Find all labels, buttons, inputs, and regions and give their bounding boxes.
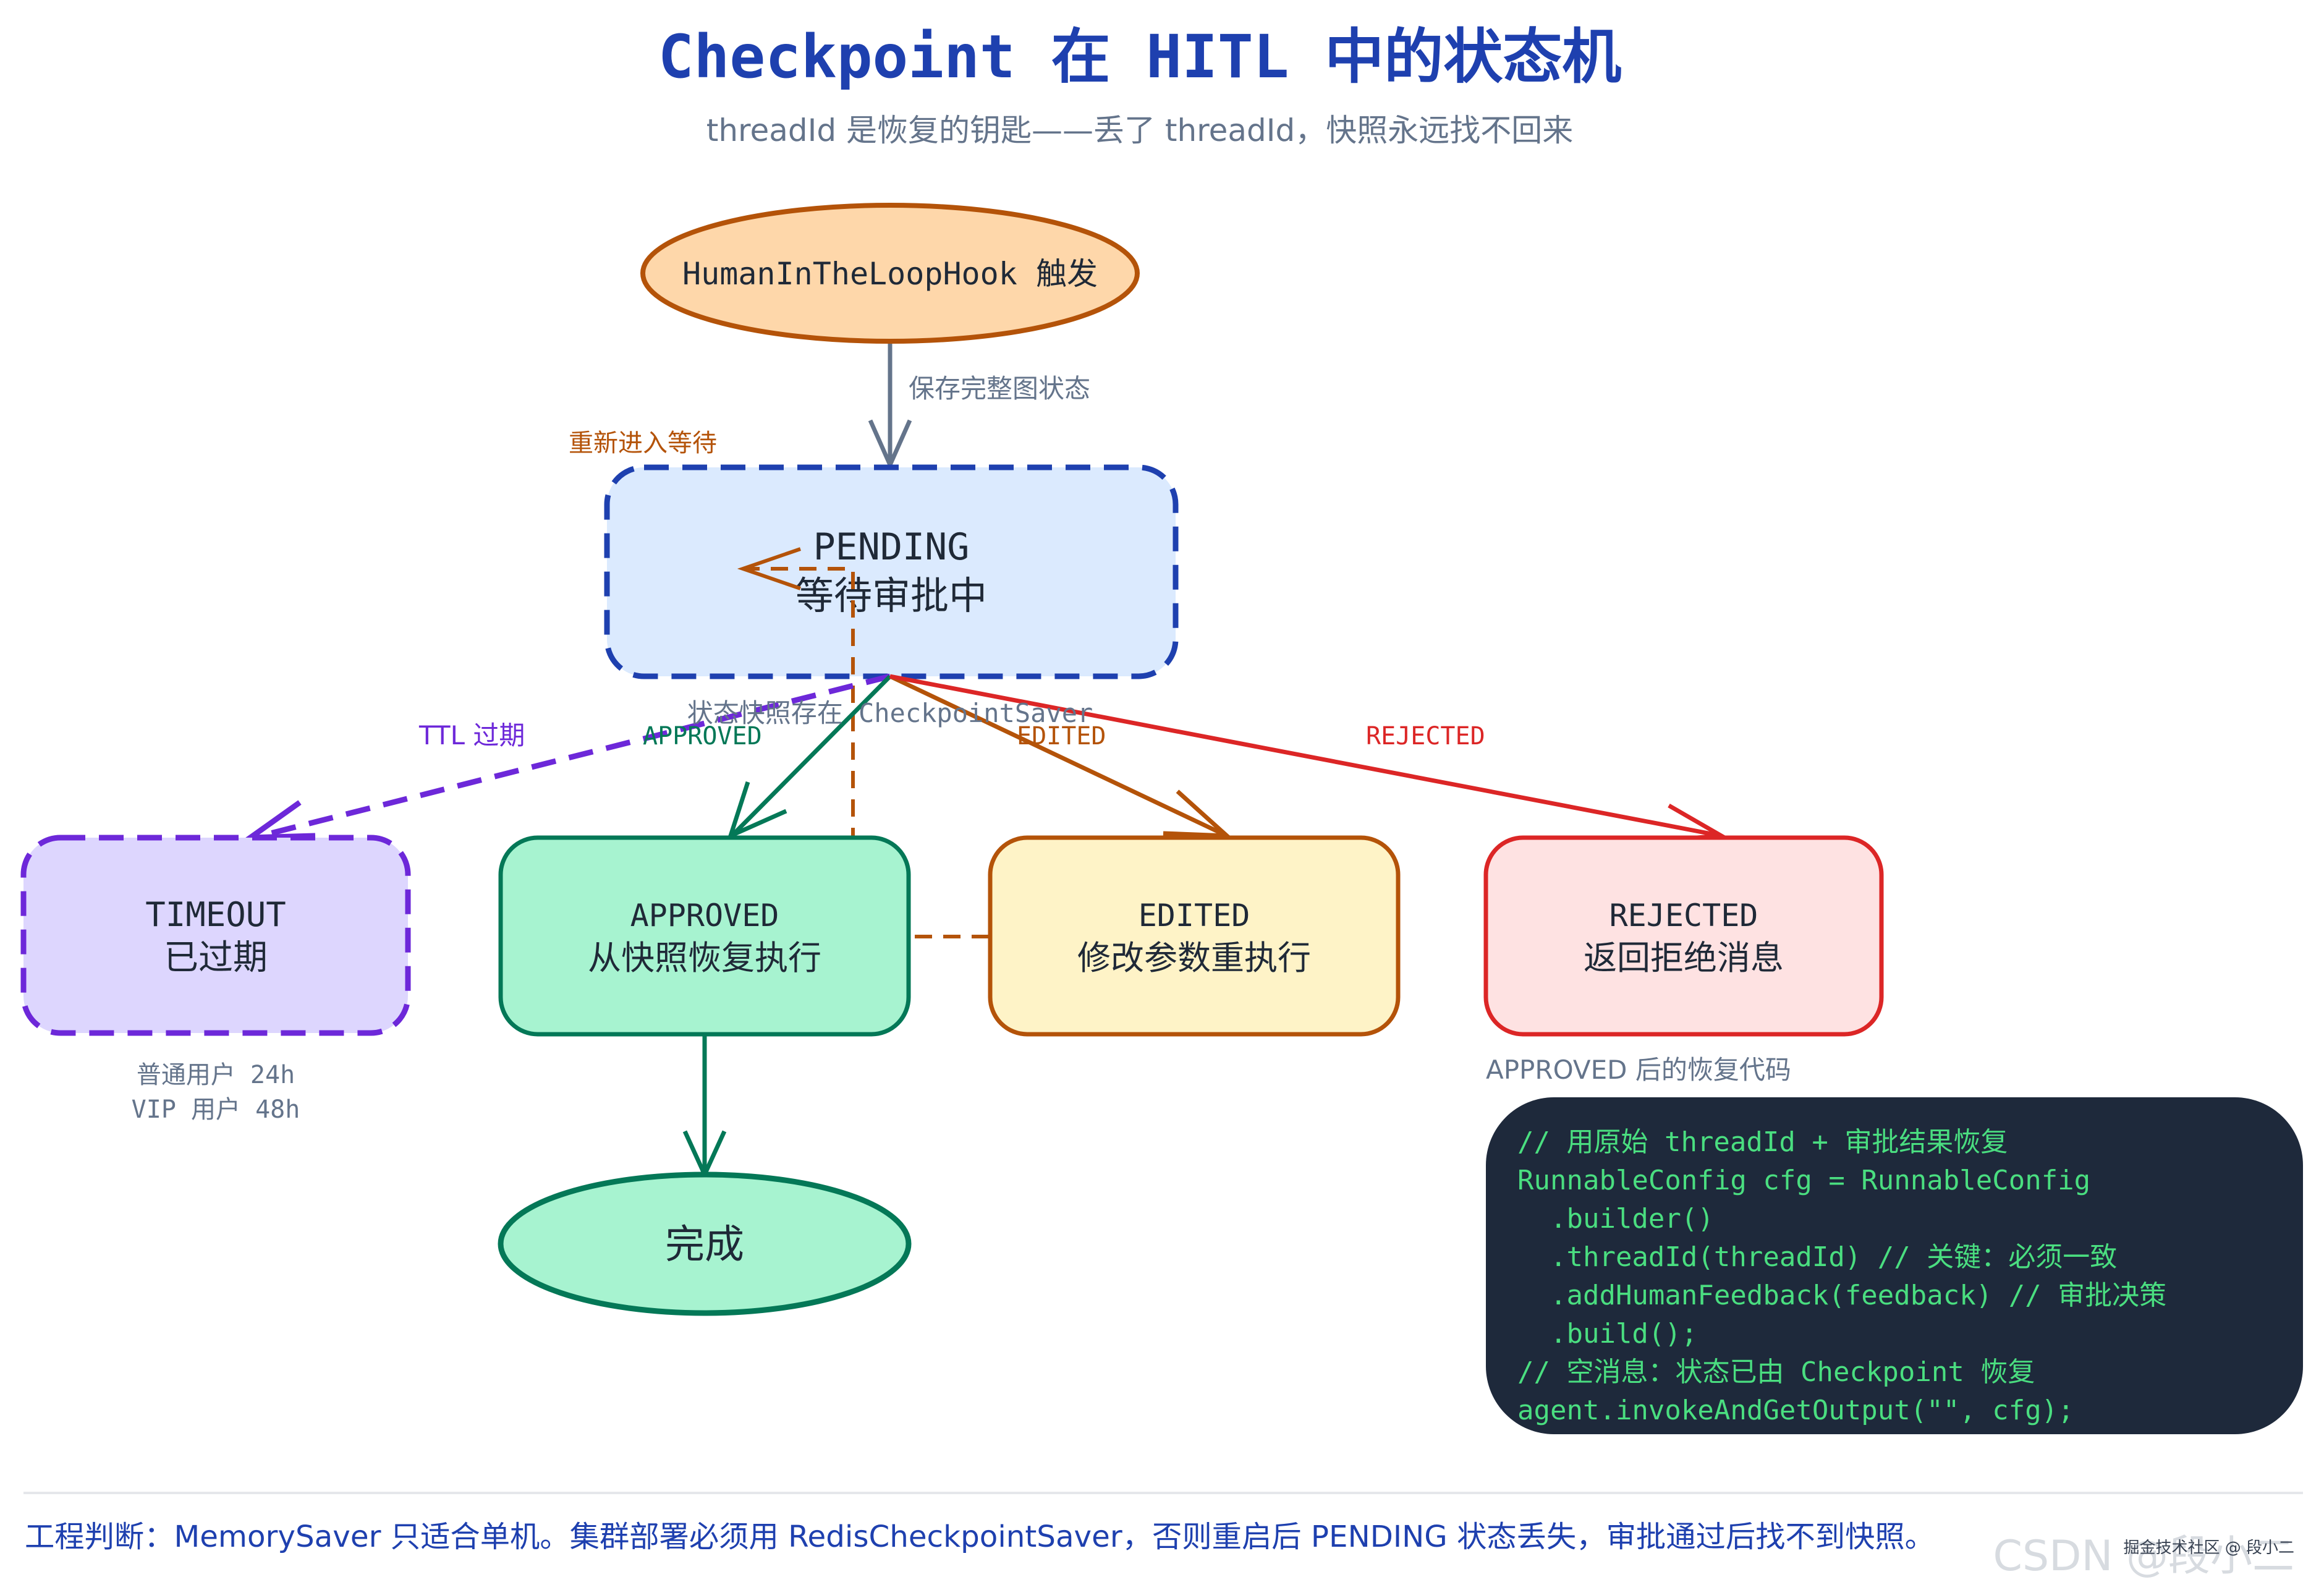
timeout-title: TIMEOUT — [145, 895, 286, 934]
timeout-note-line-1: 普通用户 24h — [137, 1061, 295, 1089]
code-line: .builder() — [1517, 1203, 1714, 1235]
footer-note: 工程判断：MemorySaver 只适合单机。集群部署必须用 RedisChec… — [25, 1520, 1935, 1554]
pending-title: PENDING — [813, 525, 970, 569]
code-line: .addHumanFeedback(feedback) // 审批决策 — [1517, 1280, 2166, 1311]
rejected-node — [1483, 835, 1884, 1037]
page-subtitle: threadId 是恢复的钥匙——丢了 threadId，快照永远找不回来 — [706, 113, 1574, 148]
code-line: agent.invokeAndGetOutput("", cfg); — [1517, 1395, 2074, 1426]
edge-label-reenter: 重新进入等待 — [569, 429, 717, 457]
edge-pending-rejected — [889, 674, 1722, 838]
code-line: // 用原始 threadId + 审批结果恢复 — [1517, 1126, 2008, 1158]
code-line: RunnableConfig cfg = RunnableConfig — [1517, 1165, 2090, 1196]
page-title: Checkpoint 在 HITL 中的状态机 — [658, 22, 1622, 91]
timeout-note-line-2: VIP 用户 48h — [132, 1095, 300, 1124]
edited-node — [988, 835, 1401, 1037]
edge-label-ttl: TTL 过期 — [418, 720, 525, 750]
done-node — [498, 1171, 912, 1316]
approved-title: APPROVED — [630, 898, 779, 933]
snapshot-note: 状态快照存在 CheckpointSaver — [687, 698, 1093, 728]
edge-pending-edited-arrowhead — [1163, 789, 1233, 838]
timeout-node — [20, 835, 411, 1036]
rejected-subtitle: 返回拒绝消息 — [1584, 938, 1784, 977]
trigger-node — [640, 203, 1140, 344]
approved-node — [498, 835, 911, 1037]
timeout-subtitle: 已过期 — [164, 938, 268, 978]
done-label: 完成 — [665, 1222, 744, 1268]
watermark: CSDN @段小二 — [1993, 1532, 2295, 1581]
edited-title: EDITED — [1139, 898, 1250, 933]
edge-label-approved: APPROVED — [643, 722, 762, 750]
code-lines: // 用原始 threadId + 审批结果恢复 RunnableConfig … — [1517, 1126, 2166, 1426]
approved-subtitle: 从快照恢复执行 — [588, 938, 821, 977]
pending-subtitle: 等待审批中 — [795, 573, 987, 618]
trigger-label: HumanInTheLoopHook 触发 — [682, 256, 1098, 292]
edge-pending-edited — [889, 674, 1228, 838]
code-line: .threadId(threadId) // 关键：必须一致 — [1517, 1241, 2117, 1273]
edge-edited-reenter-arrowhead — [737, 547, 801, 590]
pending-node — [604, 464, 1179, 679]
code-block — [1486, 1097, 2303, 1434]
watermark-small: 掘金技术社区 @ 段小二 — [2123, 1539, 2294, 1557]
edge-label-rejected: REJECTED — [1366, 722, 1485, 750]
edge-label-edited: EDITED — [1017, 722, 1106, 750]
rejected-title: REJECTED — [1609, 898, 1758, 933]
edge-pending-approved — [731, 674, 892, 836]
code-line: .build(); — [1517, 1318, 1697, 1350]
code-caption: APPROVED 后的恢复代码 — [1486, 1055, 1791, 1085]
edge-pending-timeout — [252, 673, 891, 841]
edited-subtitle: 修改参数重执行 — [1077, 938, 1311, 977]
edge-label-save-state: 保存完整图状态 — [909, 373, 1090, 404]
edge-edited-reenter — [748, 567, 989, 938]
code-line: // 空消息：状态已由 Checkpoint 恢复 — [1517, 1356, 2035, 1388]
